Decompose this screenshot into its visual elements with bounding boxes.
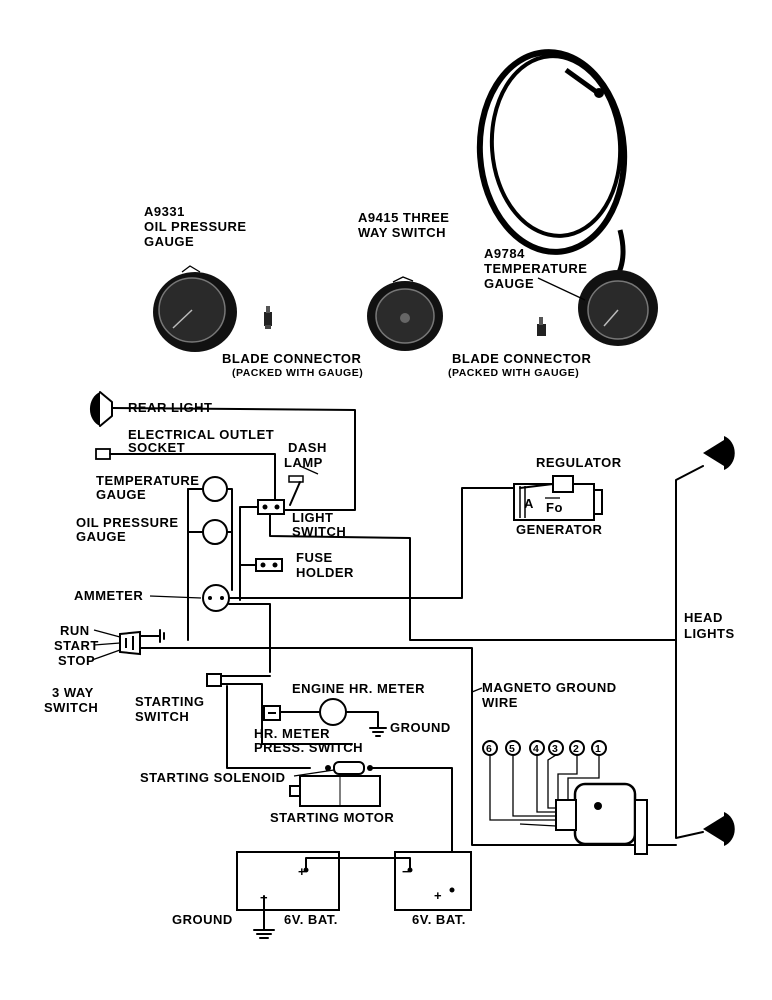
regulator-icon <box>519 475 574 499</box>
temp-gauge-part-name-2: GAUGE <box>484 276 534 291</box>
head-lights-label-2: LIGHTS <box>684 626 735 641</box>
start-label: START <box>54 638 99 653</box>
magneto-terminals: 6 5 4 3 2 1 <box>482 740 607 756</box>
starting-solenoid-icon <box>325 761 373 775</box>
starting-motor-icon <box>289 775 381 807</box>
rear-light-icon <box>89 391 113 427</box>
outlet-label-2: SOCKET <box>128 440 185 455</box>
three-way-switch-part <box>367 276 443 351</box>
rear-light-label: REAR LIGHT <box>128 400 212 415</box>
magneto-ground-label-1: MAGNETO GROUND <box>482 680 617 695</box>
blade-connector-label-2: BLADE CONNECTOR <box>452 351 592 366</box>
switch-part-name: WAY SWITCH <box>358 225 446 240</box>
battery-left-icon <box>236 851 340 911</box>
engine-hr-meter-circle <box>319 698 347 726</box>
blade-connector-icon <box>537 317 546 336</box>
outlet-wire <box>109 453 276 506</box>
starting-motor-label: STARTING MOTOR <box>270 810 394 825</box>
light-switch-label-1: LIGHT <box>292 510 334 525</box>
dash-lamp-label-2: LAMP <box>284 455 323 470</box>
ground-icon <box>369 727 387 737</box>
dash-lamp-label-1: DASH <box>288 440 327 455</box>
oil-gauge-part-name-2: GAUGE <box>144 234 194 249</box>
battery-right-plus: + <box>434 888 442 903</box>
mag-terminal-3: 3 <box>552 743 558 755</box>
three-way-switch-label-2: SWITCH <box>44 700 98 715</box>
magneto-ground-wire <box>139 647 677 846</box>
fuse-holder-label-1: FUSE <box>296 550 333 565</box>
regulator-label: REGULATOR <box>536 455 622 470</box>
outlet-socket-icon <box>95 448 111 460</box>
dash-lamp-icon <box>288 475 304 483</box>
rear-light-wire <box>111 407 356 511</box>
generator-terminal-f: Fo <box>546 500 563 515</box>
mag-terminal-2: 2 <box>573 743 579 755</box>
magneto-ground-label-2: WIRE <box>482 695 518 710</box>
hr-meter-press-switch-icon <box>263 705 281 721</box>
ground-battery-label: GROUND <box>172 912 233 927</box>
magneto-icon <box>555 782 648 855</box>
oil-pressure-label-2: GAUGE <box>76 529 126 544</box>
dash-lamp-wire <box>289 481 301 506</box>
head-lights-wire <box>675 465 704 839</box>
outlet-label-1: ELECTRICAL OUTLET <box>128 427 274 442</box>
battery-left-plus: + <box>298 864 306 879</box>
engine-hr-meter-label: ENGINE HR. METER <box>292 681 425 696</box>
head-light-top-icon <box>703 436 735 470</box>
battery-link-wire <box>305 857 411 871</box>
mag-terminal-4: 4 <box>533 743 539 755</box>
mag-terminal-5: 5 <box>509 743 515 755</box>
starting-switch-label-1: STARTING <box>135 694 204 709</box>
oil-pressure-gauge-circle <box>202 519 228 545</box>
three-way-switch-label-1: 3 WAY <box>52 685 94 700</box>
hr-meter-press-label-1: HR. METER <box>254 726 330 741</box>
ammeter-circle <box>202 584 230 612</box>
ammeter-label: AMMETER <box>74 588 143 603</box>
starting-switch-icon <box>206 673 222 687</box>
battery-right-minus: − <box>402 864 410 879</box>
generator-terminal-a: A <box>524 496 534 511</box>
blade-connector-icon <box>264 306 272 329</box>
temp-gauge-pointer <box>537 277 586 301</box>
starting-switch-label-2: SWITCH <box>135 709 189 724</box>
oil-pressure-gauge-part <box>153 265 237 352</box>
light-switch-icon <box>257 499 285 515</box>
oil-pressure-label-1: OIL PRESSURE <box>76 515 179 530</box>
temperature-gauge-circle <box>202 476 228 502</box>
mag-terminal-6: 6 <box>486 743 492 755</box>
run-label: RUN <box>60 623 90 638</box>
blade-connector-note-1: (PACKED WITH GAUGE) <box>232 367 363 379</box>
generator-label: GENERATOR <box>516 522 602 537</box>
switch-part-number: A9415 THREE <box>358 210 449 225</box>
ammeter-to-regulator-wire <box>228 487 521 599</box>
temp-gauge-part-name-1: TEMPERATURE <box>484 261 587 276</box>
temperature-gauge-label-2: GAUGE <box>96 487 146 502</box>
light-switch-label-2: SWITCH <box>292 524 346 539</box>
fuse-holder-icon <box>255 558 283 572</box>
head-lights-label-1: HEAD <box>684 610 723 625</box>
battery-left-label: 6V. BAT. <box>284 912 338 927</box>
mag-terminal-1: 1 <box>595 743 601 755</box>
oil-gauge-part-number: A9331 <box>144 204 185 219</box>
stop-label: STOP <box>58 653 95 668</box>
temperature-gauge-label-1: TEMPERATURE <box>96 473 199 488</box>
ground-meter-label: GROUND <box>390 720 451 735</box>
main-lights-wire <box>269 513 677 641</box>
temp-gauge-part-number: A9784 <box>484 246 525 261</box>
temperature-gauge-part <box>476 49 658 346</box>
head-light-bottom-icon <box>703 812 735 846</box>
three-way-switch-icon <box>119 630 141 656</box>
battery-right-label: 6V. BAT. <box>412 912 466 927</box>
starting-solenoid-label: STARTING SOLENOID <box>140 770 285 785</box>
oil-gauge-part-name-1: OIL PRESSURE <box>144 219 247 234</box>
fuse-holder-label-2: HOLDER <box>296 565 354 580</box>
blade-connector-label-1: BLADE CONNECTOR <box>222 351 362 366</box>
blade-connector-note-2: (PACKED WITH GAUGE) <box>448 367 579 379</box>
battery-right-icon <box>394 851 472 911</box>
hr-meter-press-label-2: PRESS. SWITCH <box>254 740 363 755</box>
ground-battery-icon <box>253 929 275 939</box>
